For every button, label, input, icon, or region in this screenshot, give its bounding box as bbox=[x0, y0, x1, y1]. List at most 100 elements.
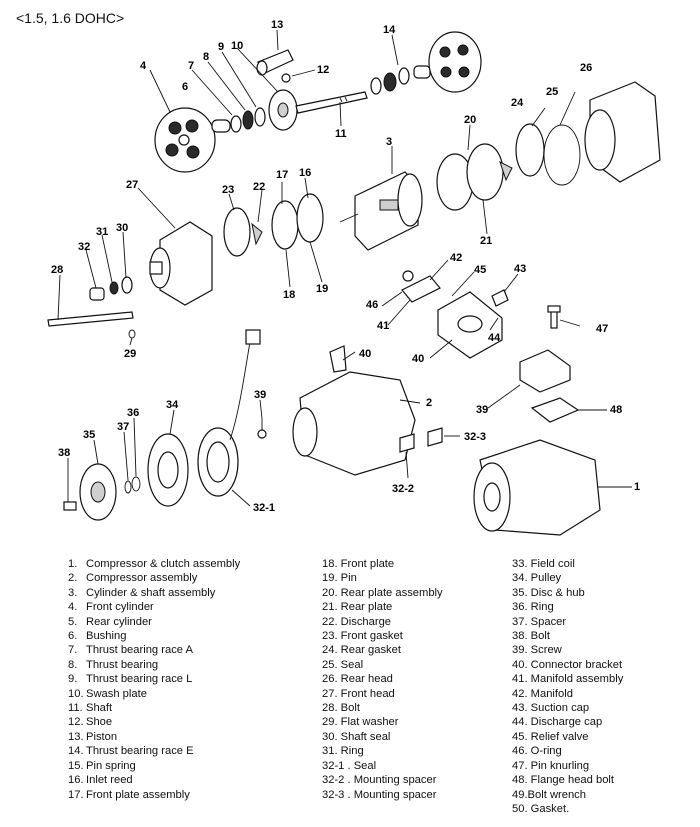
legend-item-number: 12. bbox=[68, 716, 84, 729]
legend-item-text: Compressor & clutch assembly bbox=[86, 558, 241, 570]
legend-item-number: 9. bbox=[68, 673, 78, 686]
legend-item: 25. Seal bbox=[322, 658, 443, 672]
legend-item-text: Front cylinder bbox=[86, 601, 154, 614]
legend-item: 12.Shoe bbox=[68, 715, 240, 729]
callout-20: 20 bbox=[464, 114, 476, 126]
legend-item: 14.Thrust bearing race E bbox=[68, 744, 240, 758]
legend-item-text: 23. Front gasket bbox=[322, 630, 403, 643]
legend-item: 37. Spacer bbox=[512, 615, 623, 629]
legend-item-text: 44. Discharge cap bbox=[512, 716, 603, 729]
legend-item: 9. Thrust bearing race L bbox=[68, 672, 240, 686]
legend-item-number: 8. bbox=[68, 658, 78, 671]
legend-item: 40. Connector bracket bbox=[512, 658, 623, 672]
legend-item-number: 3. bbox=[68, 586, 78, 599]
callout-19: 19 bbox=[316, 283, 328, 295]
legend-item-text: Shoe bbox=[86, 716, 113, 729]
screw-part bbox=[257, 418, 267, 439]
callout-37: 37 bbox=[117, 421, 129, 433]
legend-item-number: 13. bbox=[68, 730, 84, 743]
callout-29: 29 bbox=[124, 348, 136, 360]
legend-item-number: 7. bbox=[68, 644, 78, 657]
legend-item-text: Front plate assembly bbox=[86, 788, 190, 801]
callout-43: 41 bbox=[377, 320, 389, 332]
legend-item-text: 18. Front plate bbox=[322, 558, 395, 570]
pulley-part bbox=[147, 433, 189, 507]
legend-item: 42. Manifold bbox=[512, 687, 623, 701]
rear-bearings-part bbox=[370, 65, 431, 95]
legend-item: 41. Manifold assembly bbox=[512, 672, 623, 686]
legend-item: 33. Field coil bbox=[512, 557, 623, 571]
seal-ring-washer-part bbox=[89, 276, 133, 301]
legend-item: 3. Cylinder & shaft assembly bbox=[68, 586, 240, 600]
diagram-title: <1.5, 1.6 DOHC> bbox=[16, 10, 125, 26]
legend-item-text: 42. Manifold bbox=[512, 687, 573, 700]
callout-42: 40 bbox=[412, 353, 424, 365]
legend-item-number: 14. bbox=[68, 745, 84, 758]
legend-item-text: 50. Gasket. bbox=[512, 802, 570, 815]
legend-item-text: 38. Bolt bbox=[512, 630, 550, 643]
legend-item-text: 21. Rear plate bbox=[322, 601, 393, 614]
spacer-ring-part bbox=[124, 476, 141, 494]
bushing-part bbox=[211, 119, 231, 133]
legend-item-text: 27. Front head bbox=[322, 687, 395, 700]
legend-item-number: 10. bbox=[68, 687, 84, 700]
legend-item-text: Swash plate bbox=[86, 687, 147, 700]
callout-7: 7 bbox=[188, 60, 194, 72]
rear-head-part bbox=[584, 81, 661, 183]
callout-23: 23 bbox=[222, 184, 234, 196]
callout-27: 27 bbox=[126, 179, 138, 191]
legend-item-number: 4. bbox=[68, 601, 78, 614]
manifold-part bbox=[437, 291, 503, 359]
legend-item: 20. Rear plate assembly bbox=[322, 586, 443, 600]
legend-item-text: 31. Ring bbox=[322, 745, 364, 758]
callout-30: 30 bbox=[116, 222, 128, 234]
legend-item-text: 35. Disc & hub bbox=[512, 586, 585, 599]
legend-item: 5.Rear cylinder bbox=[68, 615, 240, 629]
legend-item-text: Inlet reed bbox=[86, 774, 133, 787]
legend-item-text: Thrust bearing race L bbox=[86, 673, 193, 686]
front-head-part bbox=[149, 221, 213, 306]
relief-valve-part bbox=[491, 289, 509, 307]
callout-9: 9 bbox=[218, 41, 224, 53]
legend-item: 43. Suction cap bbox=[512, 701, 623, 715]
callout-46: 44 bbox=[488, 332, 501, 344]
bolt-wrench-part bbox=[547, 305, 561, 329]
legend-item: 21. Rear plate bbox=[322, 600, 443, 614]
legend-item: 13.Piston bbox=[68, 730, 240, 744]
legend-item: 4. Front cylinder bbox=[68, 600, 240, 614]
legend-item: 26. Rear head bbox=[322, 672, 443, 686]
field-coil-part bbox=[197, 329, 261, 497]
legend-item: 32-1 . Seal bbox=[322, 759, 443, 773]
legend-item-text: 32-1 . Seal bbox=[322, 759, 377, 772]
legend-item: 24. Rear gasket bbox=[322, 643, 443, 657]
legend-item-number: 6. bbox=[68, 630, 78, 643]
leader-lines bbox=[57, 29, 632, 507]
shoe-part bbox=[281, 73, 291, 83]
legend-item-text: 40. Connector bracket bbox=[512, 658, 623, 671]
callout-14: 14 bbox=[383, 24, 396, 36]
compressor-clutch-assembly-part bbox=[473, 439, 601, 536]
callout-48: 46 bbox=[366, 299, 378, 311]
callout-34: 34 bbox=[166, 399, 179, 411]
legend-item: 2.Compressor assembly bbox=[68, 571, 240, 585]
legend-item: 15.Pin spring bbox=[68, 759, 240, 773]
rear-cylinder-part bbox=[428, 31, 482, 93]
legend-item-text: 24. Rear gasket bbox=[322, 644, 401, 657]
legend-item: 23. Front gasket bbox=[322, 629, 443, 643]
callout-4: 4 bbox=[140, 60, 147, 72]
discharge-part bbox=[251, 222, 263, 246]
rear-gasket-part bbox=[515, 123, 545, 177]
legend-item-text: Cylinder & shaft assembly bbox=[86, 586, 216, 599]
front-cylinder-part bbox=[154, 107, 216, 173]
callout-2: 2 bbox=[426, 397, 432, 409]
legend-item-text: Rear cylinder bbox=[86, 615, 152, 628]
legend-item: 8.Thrust bearing bbox=[68, 658, 240, 672]
callout-40: 40 bbox=[359, 348, 371, 360]
legend-item: 44. Discharge cap bbox=[512, 715, 623, 729]
callout-12: 12 bbox=[317, 64, 329, 76]
legend-item-text: 36. Ring bbox=[512, 601, 554, 614]
callout-6: 6 bbox=[182, 81, 188, 93]
legend-item: 1.Compressor & clutch assembly bbox=[68, 557, 240, 571]
legend-item: 36. Ring bbox=[512, 600, 623, 614]
